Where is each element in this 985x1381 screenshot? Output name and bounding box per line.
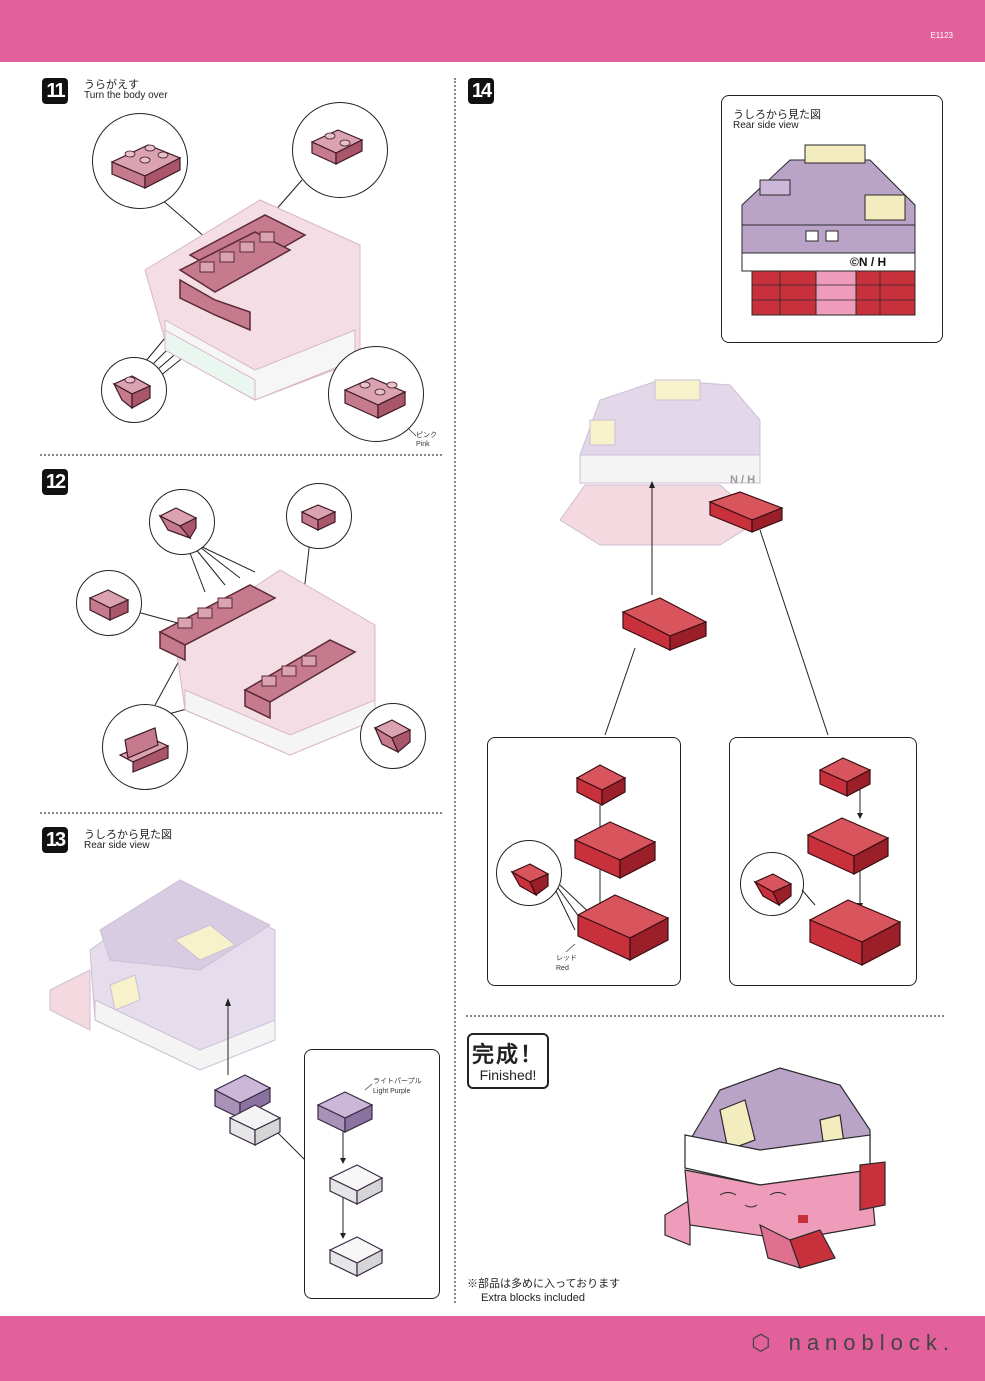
step-13-color-en: Light Purple xyxy=(373,1088,411,1095)
step-11-illustration xyxy=(139,179,417,437)
step-13-illustration xyxy=(49,879,306,1161)
step-13-title-ja: うしろから見た図 xyxy=(84,829,172,841)
step-12-parts xyxy=(88,504,412,773)
step-11-title-en: Turn the body over xyxy=(84,90,168,101)
extra-blocks-note-en: Extra blocks included xyxy=(481,1292,585,1304)
brand-logo-icon: ⬡ xyxy=(751,1330,777,1355)
brand-name: nanoblock. xyxy=(788,1330,955,1355)
step-11-number: 11 xyxy=(42,78,68,104)
step-14-rear-view xyxy=(741,144,916,316)
finished-title-ja: 完成！ xyxy=(471,1042,544,1067)
extra-blocks-note-ja: ※部品は多めに入っております xyxy=(467,1278,621,1290)
product-code: E1123 xyxy=(930,31,953,40)
header-bar: E1123 xyxy=(0,0,985,62)
step-13-number: 13 xyxy=(42,827,68,853)
step-11-title-ja: うらがえす xyxy=(84,79,139,91)
step-14-color-en: Red xyxy=(556,965,569,972)
step-11-parts xyxy=(110,129,407,419)
step-12-part-circle-2 xyxy=(286,483,352,549)
step-14-detail-parts xyxy=(510,757,902,966)
step-14-rear-title-ja: うしろから見た図 xyxy=(733,109,821,121)
step-14-number: 14 xyxy=(468,78,494,104)
finished-model xyxy=(664,1067,886,1269)
step-13-detail-parts xyxy=(316,1083,384,1277)
step-divider-12-13 xyxy=(40,812,442,814)
finished-badge: 完成！ Finished! xyxy=(467,1033,549,1089)
step-14-copyright: ©N / H xyxy=(850,255,887,269)
step-divider-14-finished xyxy=(466,1015,944,1017)
step-13-title-en: Rear side view xyxy=(84,840,150,851)
step-14-rear-title-en: Rear side view xyxy=(733,120,799,131)
step-divider-11-12 xyxy=(40,454,442,456)
step-11-color-en: Pink xyxy=(416,441,430,448)
column-divider xyxy=(454,78,456,1303)
step-14-copyright-partial: N / H xyxy=(730,474,756,486)
step-12-number: 12 xyxy=(42,469,68,495)
brand-logo: ⬡ nanoblock. xyxy=(751,1330,955,1356)
step-11-color-ja: ピンク xyxy=(416,432,437,439)
footer-bar xyxy=(0,1316,985,1381)
step-14-assembly xyxy=(559,379,829,736)
step-12-illustration xyxy=(129,539,381,756)
finished-title-en: Finished! xyxy=(479,1067,537,1083)
step-14-color-ja: レッド xyxy=(556,955,577,962)
step-13-color-ja: ライトパープル xyxy=(373,1078,422,1085)
